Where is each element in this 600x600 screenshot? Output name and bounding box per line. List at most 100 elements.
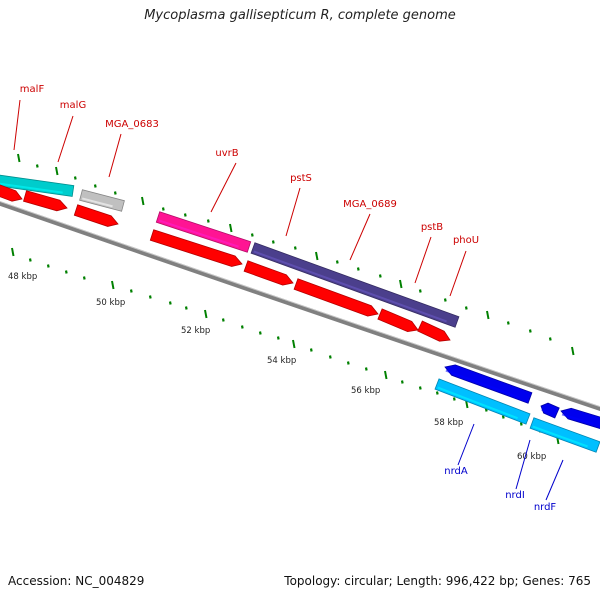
gene-leader-line [13, 99, 21, 151]
genome-backbone [0, 201, 600, 412]
tick-label-52-kbp: 52 kbp [181, 326, 210, 336]
tick-mark-inner [258, 331, 262, 335]
gene-bar-MGA_0683[interactable] [79, 189, 125, 212]
gene-bar-pstS-MGA_0689-pstB-shine [253, 250, 447, 323]
gene-leader-line [414, 236, 432, 284]
tick-mark-inner [276, 336, 280, 340]
tick-mark-inner [64, 270, 68, 274]
tick-mark-outer [73, 176, 77, 180]
tick-mark-outer [271, 240, 275, 244]
gene-label-MGA_0683[interactable]: MGA_0683 [105, 119, 159, 130]
cds-arrow[interactable] [23, 190, 68, 212]
cds-arrow-shine [420, 328, 441, 340]
gene-label-nrdI[interactable]: nrdI [505, 490, 525, 501]
tick-mark-inner [168, 301, 172, 305]
tick-mark-inner [11, 247, 15, 257]
tick-mark-inner [82, 276, 86, 280]
cds-arrow-reverse[interactable] [540, 402, 560, 419]
genome-title: Mycoplasma gallisepticum R, complete gen… [144, 8, 456, 23]
tick-mark-inner [28, 258, 32, 262]
cds-arrow-reverse[interactable] [560, 407, 600, 429]
tick-mark-inner [519, 422, 523, 426]
gene-leader-line [108, 133, 122, 178]
tick-mark-inner [204, 309, 208, 319]
tick-mark-inner [501, 415, 505, 419]
tick-mark-outer [183, 213, 187, 217]
tick-mark-outer [528, 329, 532, 333]
cds-arrow[interactable] [377, 308, 419, 333]
cds-arrow[interactable] [149, 229, 243, 267]
gene-leader-line [515, 439, 531, 490]
gene-label-malF[interactable]: malF [20, 84, 45, 95]
tick-mark-outer [161, 207, 165, 211]
gene-label-nrdF[interactable]: nrdF [534, 502, 557, 513]
cds-arrow-shine [0, 192, 12, 200]
tick-label-56-kbp: 56 kbp [351, 386, 380, 396]
cds-arrow-shine [380, 316, 409, 330]
cds-arrow[interactable] [73, 204, 119, 227]
tick-mark-inner [148, 295, 152, 299]
gene-label-malG[interactable]: malG [60, 100, 86, 111]
gene-leader-line [449, 250, 467, 297]
tick-mark-inner [328, 355, 332, 359]
gene-leader-line [457, 423, 475, 466]
gene-leader-line [545, 459, 564, 501]
topology-text: Topology: circular; Length: 996,422 bp; … [284, 574, 591, 588]
gene-bar-nrdI-nrdF-shine [532, 425, 588, 448]
gene-bar-uvrB-shine [158, 219, 239, 248]
tick-mark-inner [400, 380, 404, 384]
tick-mark-outer [506, 321, 510, 325]
tick-mark-outer [335, 260, 339, 264]
tick-mark-inner [435, 391, 439, 395]
gene-label-pstS[interactable]: pstS [290, 173, 312, 184]
tick-mark-outer [418, 289, 422, 293]
tick-mark-inner [346, 361, 350, 365]
tick-mark-outer [229, 223, 233, 233]
tick-label-58-kbp: 58 kbp [434, 418, 463, 428]
gene-leader-line [210, 162, 237, 213]
gene-leader-line [57, 115, 74, 163]
tick-mark-inner [111, 280, 115, 290]
tick-mark-inner [309, 348, 313, 352]
gene-label-MGA_0689[interactable]: MGA_0689 [343, 199, 397, 210]
gene-bar-malF-malG-shine [0, 182, 63, 194]
cds-arrow-shine [246, 268, 283, 284]
cds-arrow[interactable] [293, 278, 379, 317]
tick-label-48-kbp: 48 kbp [8, 272, 37, 282]
tick-label-60-kbp: 60 kbp [517, 452, 546, 462]
gene-leader-line [285, 187, 301, 237]
tick-mark-outer [55, 166, 59, 176]
cds-arrow[interactable] [243, 260, 294, 286]
tick-mark-inner [418, 386, 422, 390]
tick-mark-outer [206, 219, 210, 223]
tick-mark-outer [486, 310, 490, 320]
cds-arrow[interactable] [417, 320, 451, 342]
cds-arrow-reverse-shine [561, 413, 594, 425]
tick-mark-inner [364, 367, 368, 371]
cds-arrow-shine [25, 198, 57, 210]
tick-mark-outer [315, 251, 319, 261]
gene-label-pstB[interactable]: pstB [421, 222, 443, 233]
gene-label-nrdA[interactable]: nrdA [444, 466, 468, 477]
tick-mark-inner [292, 339, 296, 349]
tick-mark-outer [17, 153, 21, 163]
tick-mark-outer [443, 298, 447, 302]
tick-mark-outer [356, 267, 360, 271]
genome-backbone-highlight [0, 200, 600, 408]
gene-label-uvrB[interactable]: uvrB [215, 148, 238, 159]
gene-label-phoU[interactable]: phoU [453, 235, 479, 246]
tick-mark-outer [378, 274, 382, 278]
cds-arrow-shine [152, 237, 232, 265]
tick-mark-outer [113, 191, 117, 195]
gene-bar-nrdA-rev-shine [445, 369, 520, 399]
tick-mark-inner [384, 370, 388, 380]
tick-mark-outer [35, 164, 39, 168]
tick-mark-outer [250, 233, 254, 237]
tick-mark-inner [46, 264, 50, 268]
tick-mark-outer [141, 196, 145, 206]
accession-text: Accession: NC_004829 [8, 574, 145, 588]
cds-arrow-shine [296, 286, 368, 315]
tick-mark-inner [452, 397, 456, 401]
tick-mark-outer [464, 306, 468, 310]
